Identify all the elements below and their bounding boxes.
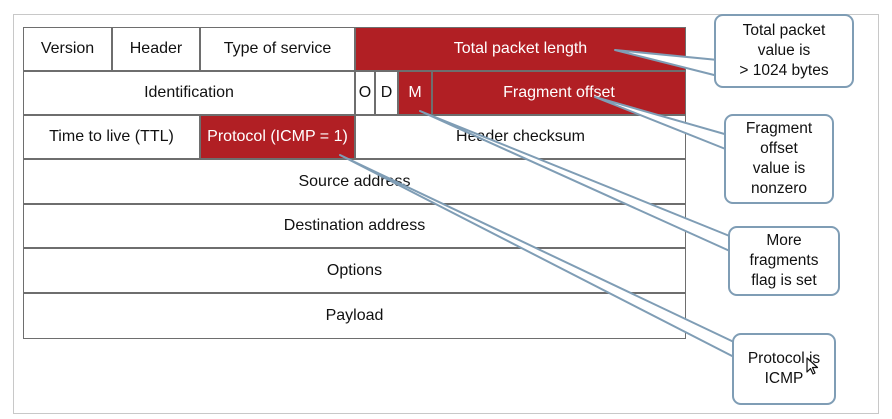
field-source-address: Source address (23, 159, 686, 204)
field-payload: Payload (23, 293, 686, 339)
field-type-of-service: Type of service (200, 27, 355, 71)
field-options: Options (23, 248, 686, 293)
mouse-pointer-icon (806, 357, 819, 375)
callout-fragment-offset: Fragment offset value is nonzero (724, 114, 834, 204)
field-time-to-live: Time to live (TTL) (23, 115, 200, 159)
field-total-packet-length: Total packet length (355, 27, 686, 71)
field-header-checksum: Header checksum (355, 115, 686, 159)
field-destination-address: Destination address (23, 204, 686, 248)
callout-total-length: Total packet value is > 1024 bytes (714, 14, 854, 88)
field-identification: Identification (23, 71, 355, 115)
callout-more-fragments-text: More fragments flag is set (749, 232, 819, 289)
field-version: Version (23, 27, 112, 71)
callout-total-length-text: Total packet value is > 1024 bytes (739, 22, 829, 79)
callout-protocol-text: Protocol is ICMP (747, 350, 821, 387)
ip-header-table: Version Header Type of service Total pac… (23, 27, 686, 339)
callout-protocol: Protocol is ICMP (732, 333, 836, 405)
field-header: Header (112, 27, 200, 71)
field-flag-o: O (355, 71, 375, 115)
diagram-frame (13, 14, 879, 414)
callout-fragment-offset-text: Fragment offset value is nonzero (745, 120, 813, 197)
callout-more-fragments: More fragments flag is set (728, 226, 840, 296)
field-flag-m: M (398, 71, 432, 115)
field-flag-d: D (375, 71, 398, 115)
field-fragment-offset: Fragment offset (432, 71, 686, 115)
field-protocol: Protocol (ICMP = 1) (200, 115, 355, 159)
